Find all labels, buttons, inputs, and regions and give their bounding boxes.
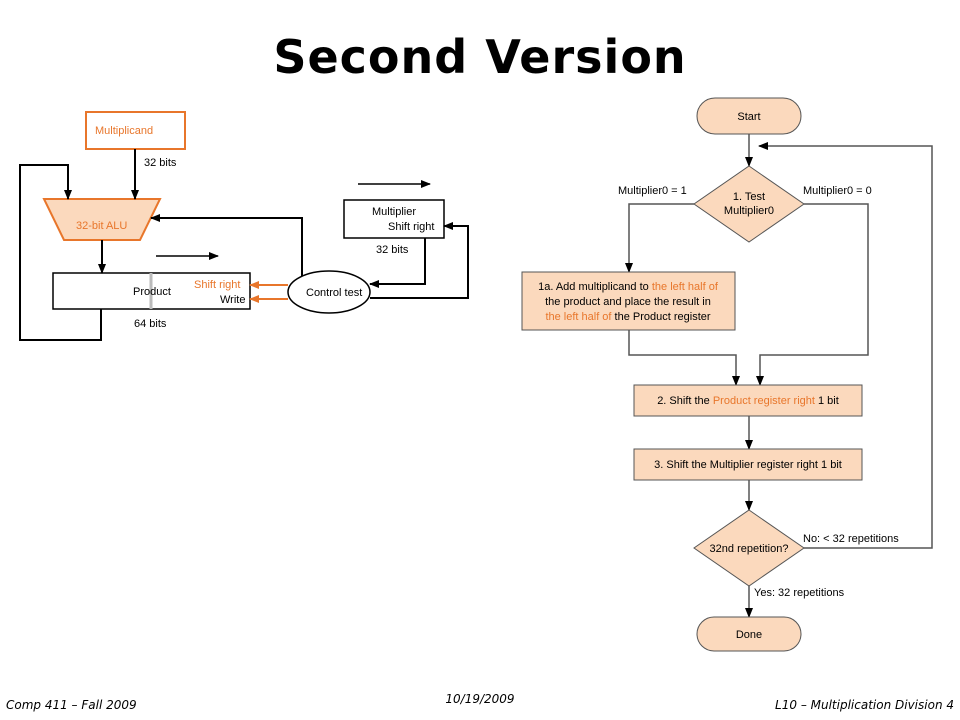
control-test-ellipse (287, 270, 371, 314)
multiplier-register (343, 199, 445, 239)
step-2-label-c: 1 bit (815, 395, 839, 407)
flow-test-true-branch (625, 203, 694, 273)
repeat-label: 32nd repetition? (710, 543, 789, 555)
flow-repeat-no-loop (758, 142, 933, 549)
footer-lecture: L10 – Multiplication Division 4 (775, 698, 954, 712)
test-label-line2: Multiplier0 (724, 205, 774, 217)
step-1a-line3-a: the left half of (545, 311, 612, 323)
alu-shape (42, 198, 162, 241)
step-3-box (633, 448, 863, 481)
control-test-label: Control test (306, 287, 362, 299)
step-1a-line2: the product and place the result in (545, 296, 711, 308)
step-1a-line3: the left half of the Product register (545, 311, 710, 323)
wire-control-to-multiplier (370, 222, 469, 299)
multiplicand-bits-label: 32 bits (144, 157, 177, 169)
branch-false-label: Multiplier0 = 0 (803, 185, 872, 197)
step-2-label-a: 2. Shift the (657, 395, 713, 407)
product-label: Product (133, 286, 171, 298)
alu-label: 32-bit ALU (76, 220, 127, 232)
step-1a-line1: 1a. Add multiplicand to the left half of (538, 281, 719, 293)
multiplicand-label: Multiplicand (95, 125, 153, 137)
step-1a-line1-a: 1a. Add multiplicand to (538, 281, 652, 293)
multiplier-shift-label: Shift right (388, 221, 434, 233)
done-node (696, 616, 802, 652)
repeat-no-label: No: < 32 repetitions (803, 533, 899, 545)
multiplier-bits-label: 32 bits (376, 244, 409, 256)
test-decision (693, 165, 805, 243)
footer-date: 10/19/2009 (445, 692, 515, 706)
product-bits-label: 64 bits (134, 318, 167, 330)
wire-product-feedback-to-alu (19, 164, 102, 341)
flowchart: Start 1. Test Multiplier0 Multiplier0 = … (521, 97, 933, 652)
start-label: Start (737, 111, 760, 123)
product-write-label: Write (220, 294, 245, 306)
repeat-yes-label: Yes: 32 repetitions (754, 587, 845, 599)
datapath: Multiplicand 32 bits 32-bit ALU Product … (19, 111, 469, 341)
wire-multiplier-to-control (369, 238, 426, 288)
step-2-box (633, 384, 863, 417)
multiplier-label: Multiplier (372, 206, 416, 218)
test-label-line1: 1. Test (733, 191, 765, 203)
branch-true-label: Multiplier0 = 1 (618, 185, 687, 197)
step-1a-line3-b: the Product register (611, 311, 710, 323)
flow-test-false-branch (756, 203, 869, 386)
flow-1a-to-step2 (628, 330, 740, 386)
done-label: Done (736, 629, 762, 641)
slide-title: Second Version (273, 30, 687, 84)
step-3-label: 3. Shift the Multiplier register right 1… (654, 459, 842, 471)
step-2-label-b: Product register right (713, 395, 815, 407)
footer-course: Comp 411 – Fall 2009 (6, 698, 137, 712)
step-2-label: 2. Shift the Product register right 1 bi… (657, 395, 839, 407)
step-1a-line1-b: the left half of (652, 281, 719, 293)
wire-control-to-alu (150, 214, 303, 276)
product-shift-label: Shift right (194, 279, 240, 291)
multiplicand-register (85, 111, 186, 150)
